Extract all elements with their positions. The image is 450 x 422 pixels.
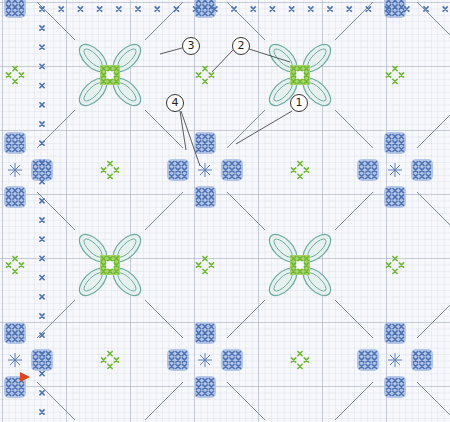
flower-motif	[75, 420, 146, 422]
straight-stitch	[145, 110, 183, 148]
straight-stitch	[417, 2, 450, 40]
straight-stitch	[145, 192, 183, 230]
callout-number: 4	[166, 94, 184, 112]
star-stitch	[388, 163, 402, 177]
straight-stitch	[37, 300, 75, 338]
star-stitch	[8, 353, 22, 367]
straight-stitch	[417, 192, 450, 230]
flower-eye	[296, 261, 304, 269]
flower-eye	[106, 71, 114, 79]
petal	[75, 420, 112, 422]
flower-motif	[265, 230, 336, 301]
straight-stitch	[37, 192, 75, 230]
star-stitch	[388, 353, 402, 367]
straight-stitch	[335, 192, 373, 230]
straight-stitch	[37, 382, 75, 420]
straight-stitch	[227, 300, 265, 338]
flower-motif	[75, 40, 146, 111]
leader-lines	[160, 48, 292, 166]
center-marker	[20, 372, 30, 382]
callout-number: 1	[290, 94, 308, 112]
straight-stitch	[227, 110, 265, 148]
straight-stitch	[145, 300, 183, 338]
petal	[299, 420, 336, 422]
flower-eye	[106, 261, 114, 269]
star-stitch	[198, 353, 212, 367]
straight-stitch	[417, 110, 450, 148]
straight-stitch	[145, 382, 183, 420]
star-stitch	[8, 163, 22, 177]
callout-number: 3	[182, 37, 200, 55]
straight-stitch	[335, 300, 373, 338]
straight-stitch	[335, 382, 373, 420]
callout-number: 2	[232, 37, 250, 55]
flower-motif	[75, 230, 146, 301]
flower-eye	[296, 71, 304, 79]
straight-stitch	[227, 382, 265, 420]
straight-stitch	[417, 382, 450, 420]
petal	[109, 420, 146, 422]
straight-stitch	[335, 110, 373, 148]
straight-stitch	[417, 300, 450, 338]
petal	[265, 420, 302, 422]
flower-motif	[265, 420, 336, 422]
straight-stitch	[227, 192, 265, 230]
